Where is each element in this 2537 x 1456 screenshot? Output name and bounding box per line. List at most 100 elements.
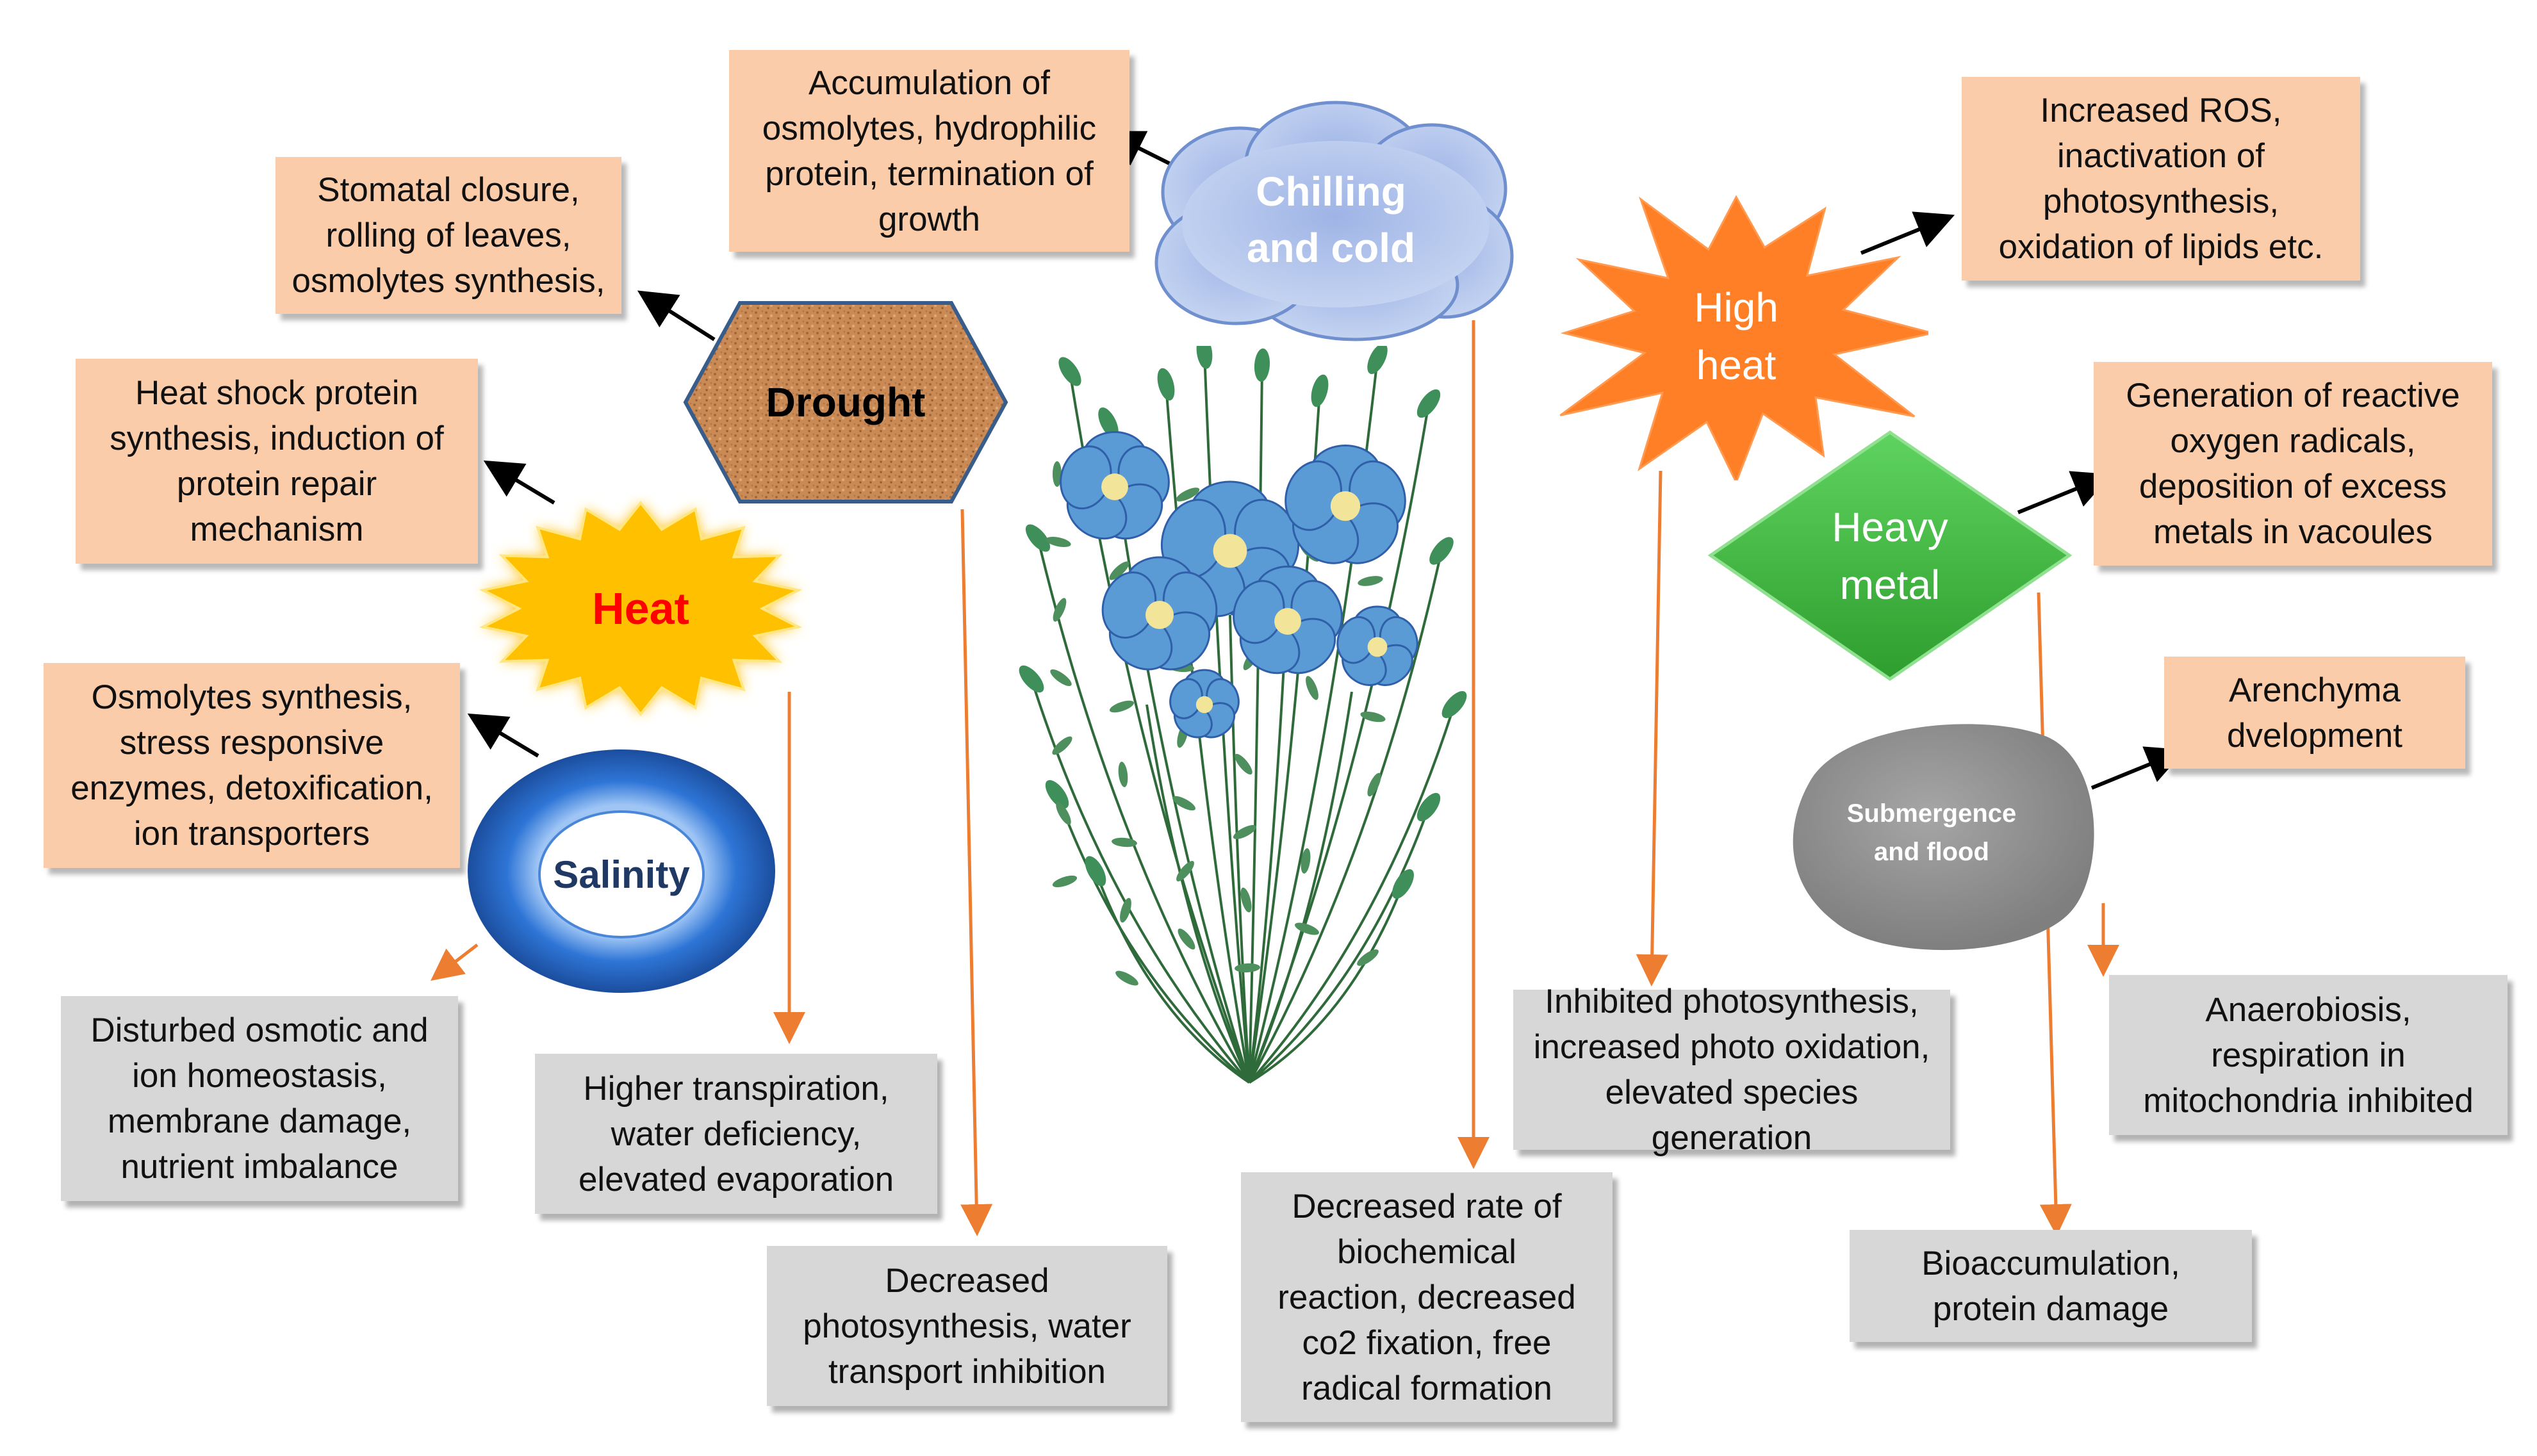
heavy-metal-label: Heavy metal xyxy=(1832,503,1948,608)
arrow-heat-response xyxy=(483,460,555,505)
stem xyxy=(1248,550,1443,1083)
leaf xyxy=(1360,711,1386,723)
salinity-ring xyxy=(464,746,778,996)
leaf xyxy=(1235,753,1252,775)
leaf xyxy=(1053,598,1067,622)
heat-label: Heat xyxy=(592,584,689,634)
leaf xyxy=(1233,824,1257,840)
leaf xyxy=(1118,762,1128,787)
submergence-effect-box: Anaerobiosis, respiration in mitochondri… xyxy=(2109,975,2508,1135)
flower-bud xyxy=(1085,856,1106,887)
flower-bud xyxy=(1157,368,1175,401)
flower-bud xyxy=(1045,780,1069,809)
stem xyxy=(1248,883,1404,1084)
leaf xyxy=(1052,736,1072,755)
flower-center xyxy=(1145,601,1174,629)
stem xyxy=(1248,806,1430,1084)
drought-label: Drought xyxy=(766,379,926,425)
stem xyxy=(1203,352,1251,1083)
leaf xyxy=(1240,887,1252,913)
leaf xyxy=(1235,963,1260,973)
stem xyxy=(1030,678,1251,1084)
submergence-ellipse xyxy=(1771,711,2101,961)
flower-bud xyxy=(1416,792,1441,822)
leaf xyxy=(1112,837,1137,847)
leaf xyxy=(1306,676,1318,700)
heat-starburst xyxy=(471,493,810,724)
stem xyxy=(1165,384,1251,1083)
flower-bud xyxy=(1058,357,1081,386)
leaf xyxy=(1358,576,1383,586)
flax-flower-illustration xyxy=(1019,346,1467,1095)
flower-bud xyxy=(1098,407,1119,438)
arrow-heavymetal-response xyxy=(2017,471,2112,514)
flower-center xyxy=(1274,608,1301,635)
leaf xyxy=(1301,848,1311,874)
flower-center xyxy=(1213,534,1247,568)
leaf xyxy=(1109,561,1129,580)
salinity-response-box: Osmolytes synthesis, stress responsive e… xyxy=(44,663,460,868)
flower-bud xyxy=(1025,524,1051,552)
leaf xyxy=(1357,949,1379,966)
flower-bud xyxy=(1416,389,1441,418)
arrow-salinity-effect xyxy=(431,944,479,981)
high-heat-effect-box: Inhibited photosynthesis, increased phot… xyxy=(1513,983,1950,1157)
stem xyxy=(1248,704,1456,1084)
heat-response-box: Heat shock protein synthesis, induction … xyxy=(76,359,478,564)
stem xyxy=(1248,691,1353,1083)
leaf xyxy=(1109,700,1135,713)
flower-bud xyxy=(1392,869,1414,899)
flower-bud xyxy=(1441,691,1467,719)
salinity-label: Salinity xyxy=(553,853,690,896)
drought-hexagon xyxy=(682,300,1009,505)
leaf xyxy=(1176,487,1200,502)
stem xyxy=(1094,871,1251,1084)
chilling-label: Chilling and cold xyxy=(1246,168,1416,271)
stem xyxy=(1056,794,1251,1084)
arrow-highheat-response xyxy=(1860,211,1955,255)
leaf xyxy=(1120,897,1131,923)
leaf xyxy=(1050,669,1072,687)
stem xyxy=(1248,364,1263,1083)
leaf xyxy=(1053,461,1062,487)
chilling-cloud xyxy=(1144,96,1518,343)
stem xyxy=(1037,537,1251,1084)
leaf xyxy=(1046,536,1071,548)
high-heat-label: High heat xyxy=(1694,284,1778,388)
high-heat-starburst xyxy=(1544,179,1928,480)
drought-effect-box: Decreased photosynthesis, water transpor… xyxy=(767,1246,1167,1406)
flower-bud xyxy=(1311,374,1329,407)
chilling-response-box: Accumulation of osmolytes, hydrophilic p… xyxy=(729,50,1129,252)
submergence-label: Submergence and flood xyxy=(1846,799,2017,866)
salinity-effect-box: Disturbed osmotic and ion homeostasis, m… xyxy=(61,996,458,1201)
arrow-highheat-effect xyxy=(1636,470,1668,986)
flower-bud xyxy=(1367,346,1388,374)
arrow-drought-response xyxy=(637,290,716,341)
flower-bud xyxy=(1254,348,1270,382)
drought-response-box: Stomatal closure, rolling of leaves, osm… xyxy=(275,157,621,314)
stem xyxy=(1145,704,1251,1083)
arrow-submergence-response xyxy=(2090,746,2186,790)
leaf xyxy=(1367,773,1381,797)
heavy-metal-response-box: Generation of reactive oxygen radicals, … xyxy=(2094,362,2492,566)
flower-bud xyxy=(1019,665,1044,693)
leaf xyxy=(1056,802,1071,825)
submergence-response-box: Arenchyma dvelopment xyxy=(2164,657,2465,769)
heat-effect-box: Higher transpiration, water deficiency, … xyxy=(535,1054,937,1214)
flower-bud xyxy=(1196,346,1213,369)
flower-center xyxy=(1101,473,1128,500)
high-heat-response-box: Increased ROS, inactivation of photosynt… xyxy=(1962,77,2360,281)
flower-center xyxy=(1330,491,1361,521)
heavy-metal-diamond xyxy=(1707,429,2073,682)
leaf xyxy=(1115,970,1138,986)
leaf xyxy=(1176,861,1194,881)
flower-center xyxy=(1367,637,1388,657)
arrow-drought-effect xyxy=(960,509,993,1236)
flower-bud xyxy=(1429,537,1454,565)
chilling-effect-box: Decreased rate of biochemical reaction, … xyxy=(1241,1172,1613,1422)
leaf xyxy=(1295,922,1319,935)
flower-center xyxy=(1195,696,1213,714)
heavy-metal-effect-box: Bioaccumulation, protein damage xyxy=(1850,1230,2252,1342)
leaf xyxy=(1172,796,1195,811)
